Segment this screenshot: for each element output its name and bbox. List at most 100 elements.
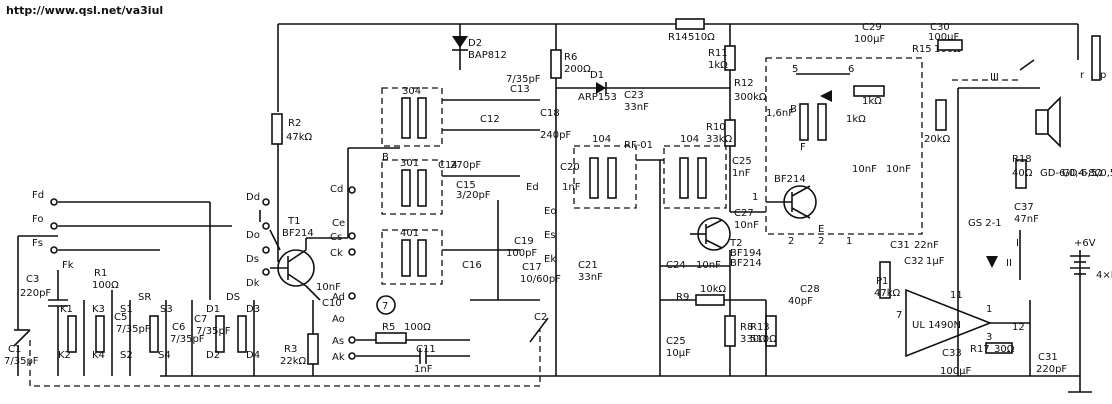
label-t1: T1 [287, 216, 300, 227]
label-c23v: 33nF [624, 102, 649, 113]
label-d2v: BAP812 [468, 50, 507, 61]
label-c11v: 1nF [414, 364, 433, 375]
label-k4: K4 [92, 350, 105, 361]
label-k3: K3 [92, 304, 105, 315]
label-cd: Cd [330, 184, 343, 195]
label-c7: C7 [194, 314, 207, 325]
label-n6: 6 [848, 64, 854, 75]
detector-block: 5 6 B E F 1,6nF 1kΩ 1kΩ BF214 10nF 10nF … [730, 57, 951, 247]
label-c31bv: 220pF [1036, 364, 1067, 375]
label-r2: R2 [288, 118, 301, 129]
label-c29: C29 [862, 22, 882, 33]
label-bf214: BF214 [774, 174, 806, 185]
label-c30: C30 [930, 22, 950, 33]
label-nB: B [790, 104, 797, 115]
transistor-t1: T1 BF214 R2 47kΩ R3 22kΩ 10nF C10 [270, 113, 400, 376]
switch-d: Dd Do Ds Dk [209, 192, 281, 300]
label-c14v: 270pF [450, 160, 481, 171]
label-b: B [382, 152, 389, 163]
resistor-r5 [375, 332, 407, 344]
label-c19: C19 [514, 236, 534, 247]
label-c19v: 100pF [506, 248, 537, 259]
label-fs: Fs [32, 238, 43, 249]
label-c27v: 10nF [734, 220, 759, 231]
label-n7: 7 [896, 310, 902, 321]
label-r14v: 510Ω [688, 32, 715, 43]
resistor-r8 [724, 315, 736, 347]
label-sr: SR [138, 292, 151, 303]
rf-coil-block: 304 301 401 B C13 7/35pF C12 C18 240pF C… [381, 74, 571, 301]
label-nF: F [800, 142, 806, 153]
label-ds: Ds [246, 254, 259, 265]
label-d2d: D2 [468, 38, 482, 49]
resistor-r15 [937, 39, 963, 51]
label-r13: R13 [750, 322, 770, 333]
label-r5v: 100Ω [404, 322, 431, 333]
label-r6: R6 [564, 52, 577, 63]
resistor-r9 [695, 294, 725, 306]
label-c7v: 7/35pF [196, 326, 231, 337]
label-r10: R10 [706, 122, 726, 133]
output-stage: GD-6/0,4-8Ω GD-6,5/0,5-8Ω R18 40Ω C37 47… [957, 35, 1112, 376]
resistor-1k [853, 85, 885, 97]
label-l304: 304 [402, 86, 421, 97]
label-n11: 11 [950, 290, 963, 301]
label-n2: 2 [818, 236, 824, 247]
label-c32v: 1μF [926, 256, 945, 267]
resistor-r3 [307, 333, 319, 365]
label-p: p [1100, 70, 1106, 81]
label-c20v: 1nF [562, 182, 581, 193]
if-bias: R14 510Ω R11 1kΩ R12 300kΩ R10 33kΩ C25 … [668, 18, 767, 231]
label-c25av: 1nF [732, 168, 751, 179]
label-c24v: 10nF [696, 260, 721, 271]
label-c13v: 7/35pF [506, 74, 541, 85]
label-ul: UL 1490N [912, 320, 961, 331]
label-k2: K2 [58, 350, 71, 361]
label-ek: Ek [544, 254, 556, 265]
label-as: As [332, 336, 344, 347]
label-s2: S2 [120, 350, 133, 361]
label-n5: 5 [792, 64, 798, 75]
label-fo: Fo [32, 214, 44, 225]
label-c15v: 3/20pF [456, 190, 491, 201]
label-r10v: 33kΩ [706, 134, 733, 145]
label-dd: Dd [246, 192, 260, 203]
label-r12v: 300kΩ [734, 92, 767, 103]
label-ce: Ce [332, 218, 345, 229]
label-cs: Cs [330, 232, 342, 243]
label-gs: GS 2-1 [968, 218, 1002, 229]
label-c29v: 100μF [854, 34, 885, 45]
label-r18: R18 [1012, 154, 1032, 165]
label-c28: C28 [800, 284, 820, 295]
label-c37v: 47nF [1014, 214, 1039, 225]
label-c25b: C25 [666, 336, 686, 347]
label-c2: C2 [534, 312, 547, 323]
label-s1: S1 [120, 304, 133, 315]
label-c6: C6 [172, 322, 185, 333]
coil-d3 [237, 315, 247, 353]
coil-bank: K1 K2 K3 K4 R1 100Ω SR S1 S2 S3 S4 C5 7/… [58, 268, 260, 376]
label-r3: R3 [284, 344, 297, 355]
label-l10nf1: 10nF [852, 164, 877, 175]
label-fk: Fk [62, 260, 74, 271]
label-c30v: 100μF [928, 32, 959, 43]
blank-panel [6, 18, 276, 188]
coil-k3 [95, 315, 105, 353]
label-c12: C12 [480, 114, 500, 125]
label-rf01: RF-01 [624, 140, 653, 151]
label-roman3: III [990, 72, 999, 83]
source-url: http://www.qsl.net/va3iul [6, 4, 163, 17]
resistor-r14 [675, 18, 705, 30]
jack [1091, 35, 1101, 81]
label-r18v: 40Ω [1012, 168, 1033, 179]
supply-decoupling: C29 100μF C30 100μF R15 100Ω [854, 22, 963, 55]
label-t1v: BF214 [282, 228, 314, 239]
label-batt: +6V [1074, 238, 1096, 249]
label-d4: D4 [246, 350, 260, 361]
label-c32: C32 [904, 256, 924, 267]
label-r11v: 1kΩ [708, 60, 728, 71]
label-n3: 3 [986, 332, 992, 343]
label-roman2: II [1006, 258, 1012, 269]
label-c21: C21 [578, 260, 598, 271]
